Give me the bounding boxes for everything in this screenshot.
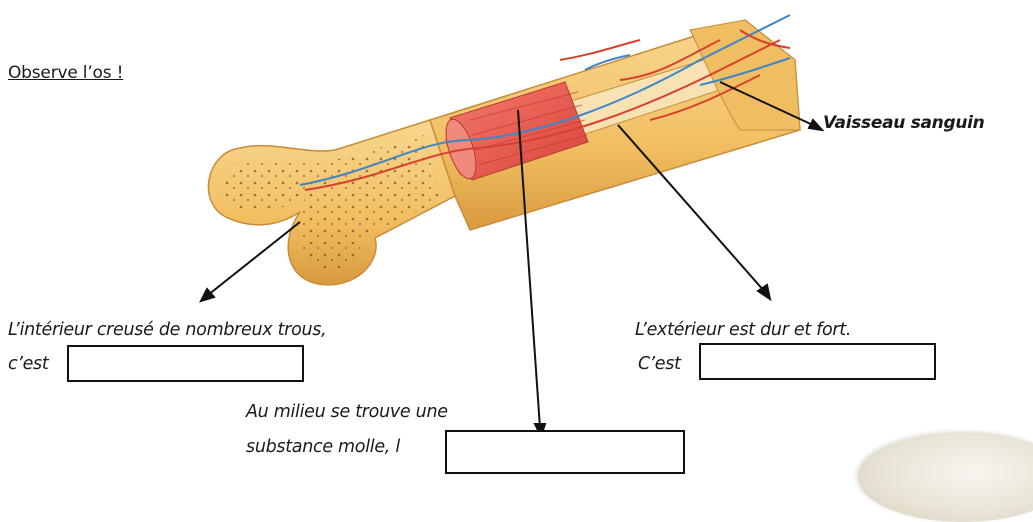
label-middle-line1: Au milieu se trouve une [246,402,448,422]
label-exterior-line2: C’est [638,354,681,374]
label-interior-line2: c’est [8,354,48,374]
label-interior-line1: L’intérieur creusé de nombreux trous, [8,320,326,340]
label-vessel: Vaisseau sanguin [823,113,985,133]
bone-diagram [0,0,1033,466]
page-heading: Observe l’os ! [8,63,123,83]
arrow-interior [208,222,300,295]
answer-box-interior[interactable] [67,345,304,382]
label-middle-line2: substance molle, l [246,437,400,457]
label-exterior-line1: L’extérieur est dur et fort. [635,320,851,340]
answer-box-exterior[interactable] [699,343,936,380]
answer-box-middle[interactable] [445,430,685,474]
